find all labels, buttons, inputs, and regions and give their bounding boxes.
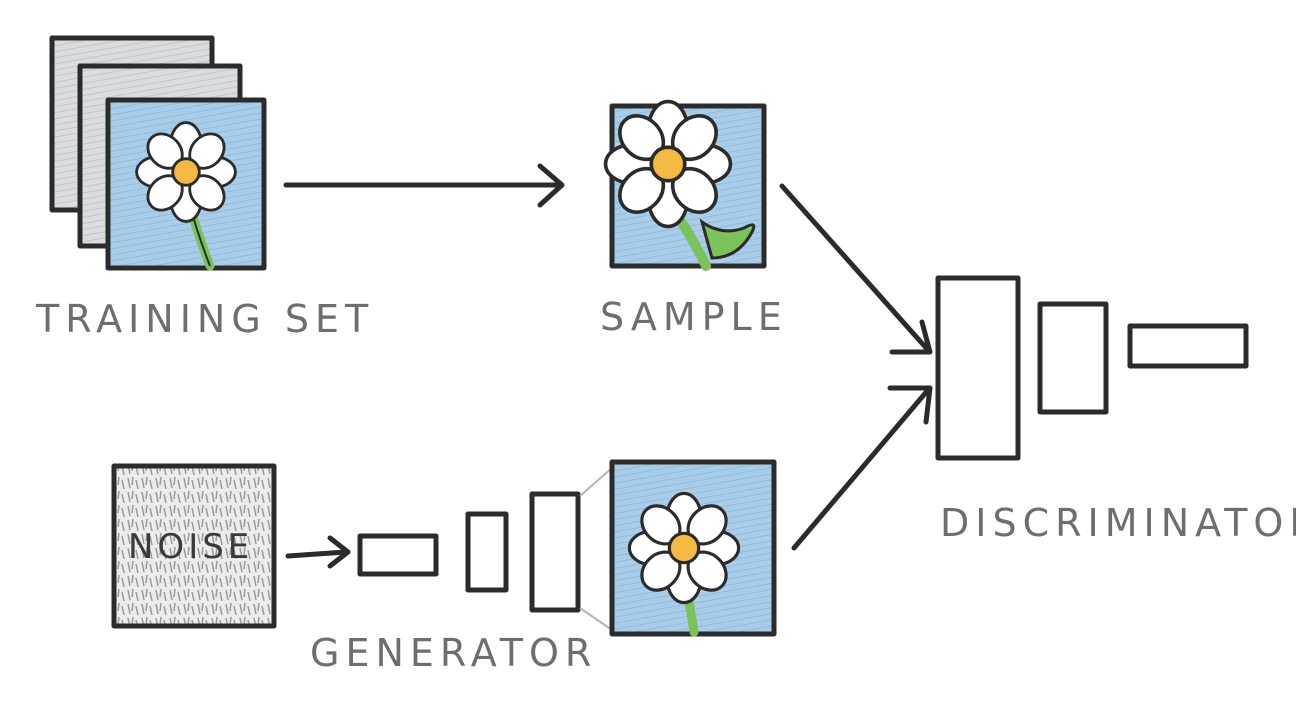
training-set-label: TRAINING SET <box>35 297 374 341</box>
arrow-generated-to-discriminator <box>791 385 933 551</box>
generator-network <box>357 467 613 631</box>
discriminator-layer-1 <box>935 275 1021 461</box>
noise-box: NOISE <box>111 463 277 629</box>
generated-flower-icon <box>627 491 741 637</box>
noise-label: NOISE <box>128 527 253 567</box>
arrow-noise-to-generator <box>285 535 351 569</box>
discriminator-network <box>935 275 1249 461</box>
discriminator-label: DISCRIMINATOR <box>940 501 1296 545</box>
generator-layer-2 <box>465 511 509 593</box>
generator-label: GENERATOR <box>310 631 597 675</box>
training-flower-icon <box>135 121 237 271</box>
arrow-training-to-sample <box>283 163 565 208</box>
sample-flower-icon <box>603 99 756 271</box>
generator-layer-1 <box>357 533 439 577</box>
generator-layer-3 <box>529 491 581 613</box>
arrow-sample-to-discriminator <box>779 183 933 355</box>
generated-image <box>609 459 777 637</box>
discriminator-layer-3 <box>1127 323 1249 369</box>
discriminator-layer-2 <box>1037 301 1109 415</box>
sample-image <box>603 99 767 271</box>
sample-label: SAMPLE <box>600 295 788 339</box>
training-set-stack <box>49 35 267 271</box>
